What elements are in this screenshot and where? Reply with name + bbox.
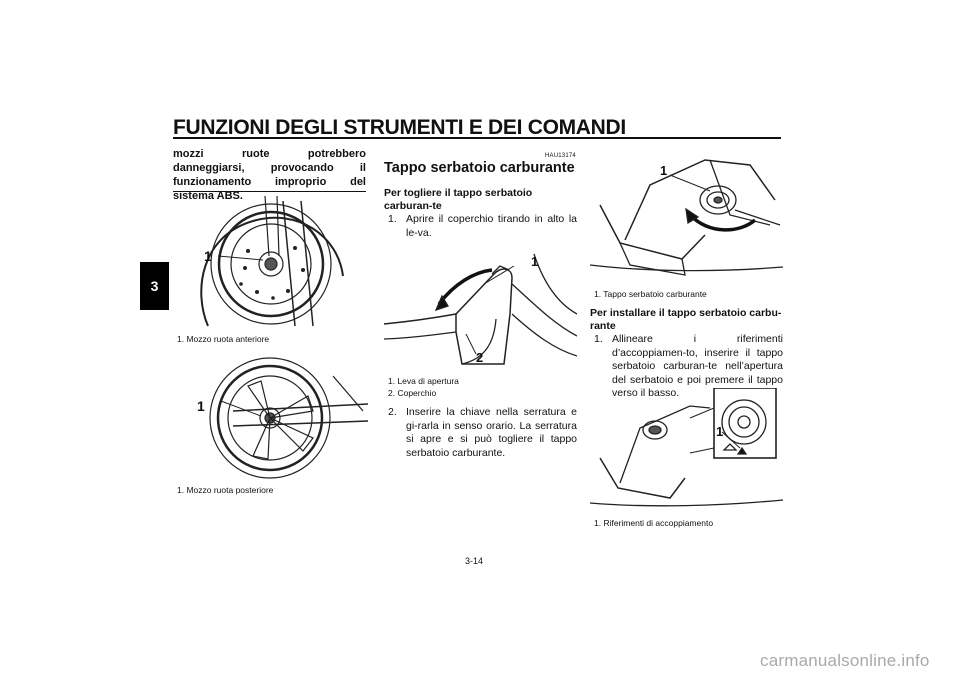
figure-callout: 1	[204, 248, 212, 264]
step-text: Allineare i riferimenti d’accoppiamen-to…	[612, 333, 783, 399]
page-number: 3-14	[465, 556, 484, 566]
figure-callout: 1	[716, 424, 723, 439]
page-title: FUNZIONI DEGLI STRUMENTI E DEI COMANDI	[173, 116, 626, 139]
figure-callout: 1	[660, 163, 667, 178]
rear-wheel-hub-illustration: 1	[197, 357, 368, 479]
fuel-lid-opening-illustration: 1 2	[384, 253, 577, 365]
chapter-tab: 3	[140, 262, 169, 310]
figure-callout: 2	[476, 350, 483, 365]
step-text: Inserire la chiave nella serratura e gi-…	[406, 406, 577, 459]
step-number: 2.	[388, 406, 397, 418]
step-2: 2. Inserire la chiave nella serratura e …	[384, 406, 577, 460]
figure-callout: 1	[531, 254, 538, 269]
step-text: Aprire il coperchio tirando in alto la l…	[406, 213, 577, 239]
fuel-tank-cap-illustration: 1	[590, 159, 783, 276]
figure-callout: 1	[197, 398, 205, 414]
step-1: 1. Aprire il coperchio tirando in alto l…	[384, 213, 577, 240]
figure-caption: 1. Tappo serbatoio carburante	[594, 289, 707, 299]
figure-caption: 2. Coperchio	[388, 388, 437, 398]
step-number: 1.	[388, 213, 397, 225]
warning-continuation-text: mozzi ruote potrebbero danneggiarsi, pro…	[173, 148, 366, 202]
figure-caption: 1. Mozzo ruota anteriore	[177, 334, 270, 344]
figure-caption: 1. Leva di apertura	[388, 376, 459, 386]
subheading-remove-cap: Per togliere il tappo serbatoio carburan…	[384, 187, 533, 212]
watermark: carmanualsonline.info	[760, 651, 930, 670]
subheading-install-cap: Per installare il tappo serbatoio carbu-…	[590, 307, 782, 332]
figure-caption: 1. Mozzo ruota posteriore	[177, 485, 274, 495]
warning-end-rule	[173, 191, 366, 192]
header-rule	[173, 137, 781, 139]
front-wheel-hub-illustration: 1	[200, 196, 344, 327]
section-title: Tappo serbatoio carburante	[384, 160, 575, 176]
step-number: 1.	[594, 333, 603, 345]
install-step-1: 1. Allineare i riferimenti d’accoppiamen…	[590, 333, 783, 401]
alignment-marks-illustration: 1	[590, 388, 783, 507]
figure-caption: 1. Riferimenti di accoppiamento	[594, 518, 714, 528]
section-code: HAU13174	[545, 153, 576, 159]
